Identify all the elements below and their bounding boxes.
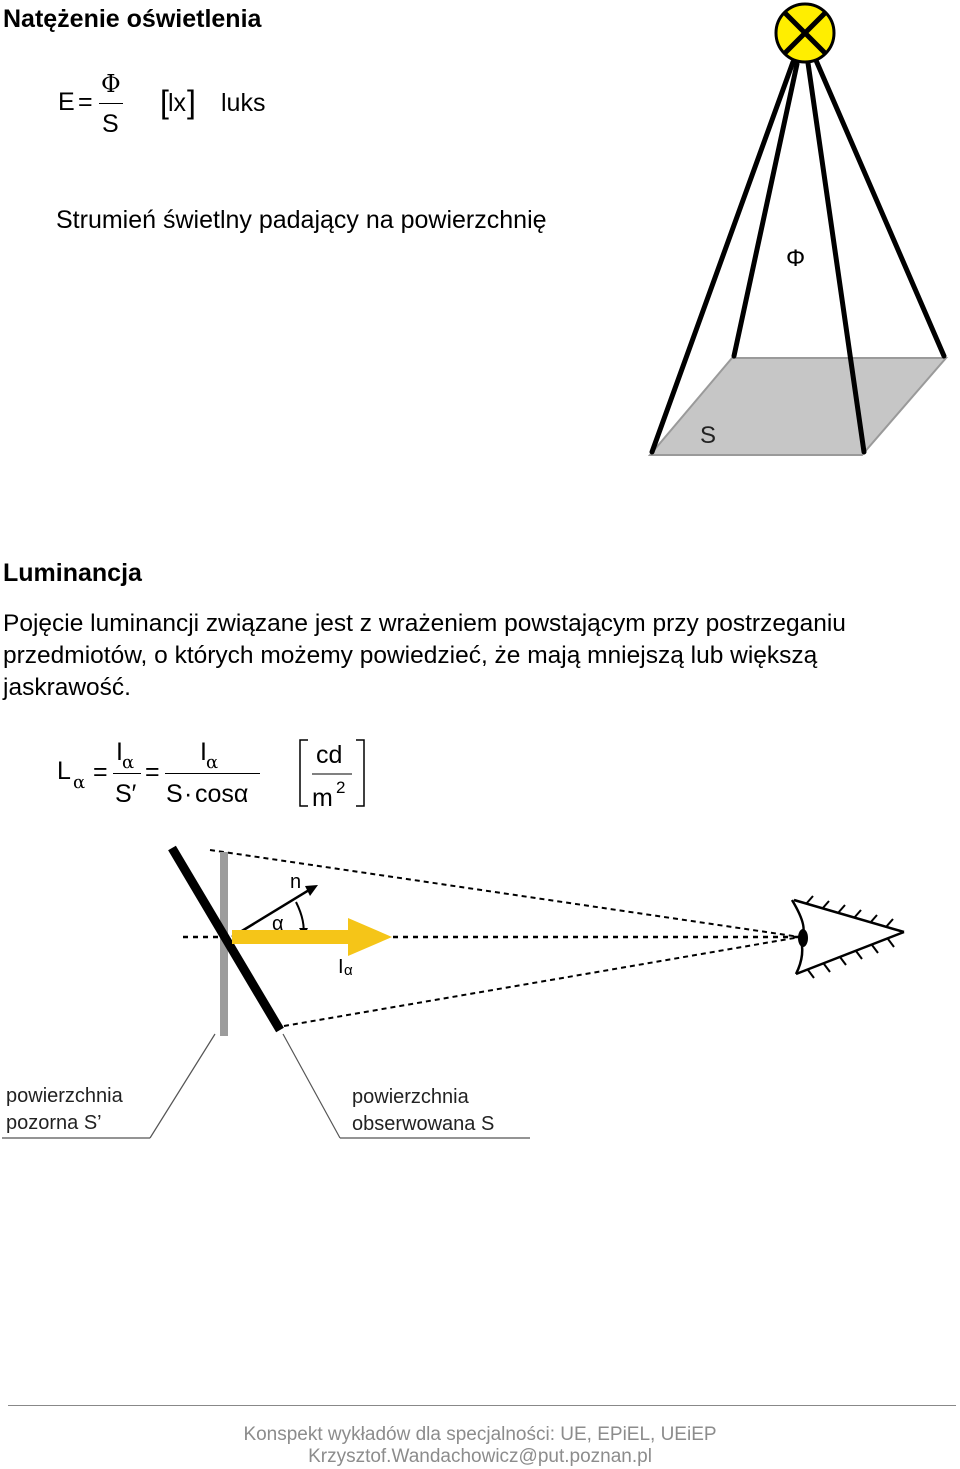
apparent-label-line2: pozorna S’ [6, 1112, 102, 1134]
view-cone-bottom [283, 936, 801, 1027]
fraction-bar-2 [165, 773, 260, 774]
frac2-num-sub: α [206, 752, 219, 773]
leader-apparent [149, 1033, 216, 1139]
frac2-den-dot: · [184, 780, 193, 808]
fraction-bar [99, 103, 123, 104]
normal-arrowhead [305, 885, 318, 896]
bracket-right: ] [187, 84, 196, 120]
illuminance-caption: Strumień świetlny padający na powierzchn… [56, 206, 547, 234]
formula-equals: = [78, 88, 93, 116]
frac1-num-sub: α [122, 752, 135, 773]
formula-unit-name: luks [221, 89, 266, 117]
paragraph-line: przedmiotów, o których możemy powiedzieć… [3, 642, 818, 669]
angle-label: α [272, 913, 284, 935]
section-heading-luminance: Luminancja [3, 559, 142, 587]
intensity-sub: α [344, 962, 353, 979]
formula-unit: lx [168, 89, 187, 117]
luminance-diagram: n α I α powierzchn [2, 845, 905, 1139]
illuminated-surface [647, 357, 949, 456]
frac1-den: S′ [115, 780, 137, 808]
footer-course: Konspekt wykładów dla specjalności: UE, … [243, 1424, 717, 1445]
formula-lhs: L [57, 757, 71, 785]
frac1-num: I [116, 738, 123, 766]
footer-divider [8, 1405, 956, 1406]
view-cone-top [209, 849, 801, 938]
lamp-icon [774, 2, 836, 64]
unit-numerator: cd [316, 741, 343, 769]
observed-label-line2: obserwowana S [352, 1113, 494, 1135]
footer-email: Krzysztof.Wandachowicz@put.poznan.pl [308, 1446, 652, 1467]
formula-lhs: E [58, 88, 75, 116]
surface-label: S [700, 422, 716, 449]
eye-icon [790, 895, 905, 979]
luminance-paragraph: Pojęcie luminancji związane jest z wraże… [3, 608, 960, 704]
paragraph-line: jaskrawość. [3, 674, 131, 701]
light-rays [649, 55, 947, 455]
leader-observed [282, 1033, 341, 1139]
formula-numerator: Φ [101, 70, 121, 98]
formula-equals-1: = [93, 758, 108, 786]
frac2-den-a: S [166, 780, 183, 808]
apparent-label-line1: powierzchnia [6, 1085, 124, 1107]
formula-equals-2: = [145, 758, 160, 786]
observed-label-line1: powierzchnia [352, 1086, 470, 1108]
normal-vector [231, 885, 315, 939]
section-heading-illuminance: Natężenie oświetlenia [3, 5, 262, 33]
intensity-arrow [232, 918, 392, 956]
paragraph-line: Pojęcie luminancji związane jest z wraże… [3, 610, 846, 637]
unit-exponent: 2 [336, 778, 346, 797]
illuminance-diagram: Φ S [647, 2, 949, 456]
unit-brackets [299, 739, 365, 807]
frac2-num: I [200, 738, 207, 766]
frac2-den-b: cosα [195, 780, 249, 808]
fraction-bar-1 [113, 773, 141, 774]
intensity-label: I [338, 956, 344, 978]
bracket-left: [ [160, 84, 169, 120]
formula-denominator: S [102, 110, 119, 138]
flux-label: Φ [786, 245, 805, 272]
unit-denominator: m [312, 784, 333, 812]
observed-surface [168, 845, 284, 1033]
normal-label: n [290, 871, 301, 893]
formula-lhs-sub: α [73, 772, 86, 793]
